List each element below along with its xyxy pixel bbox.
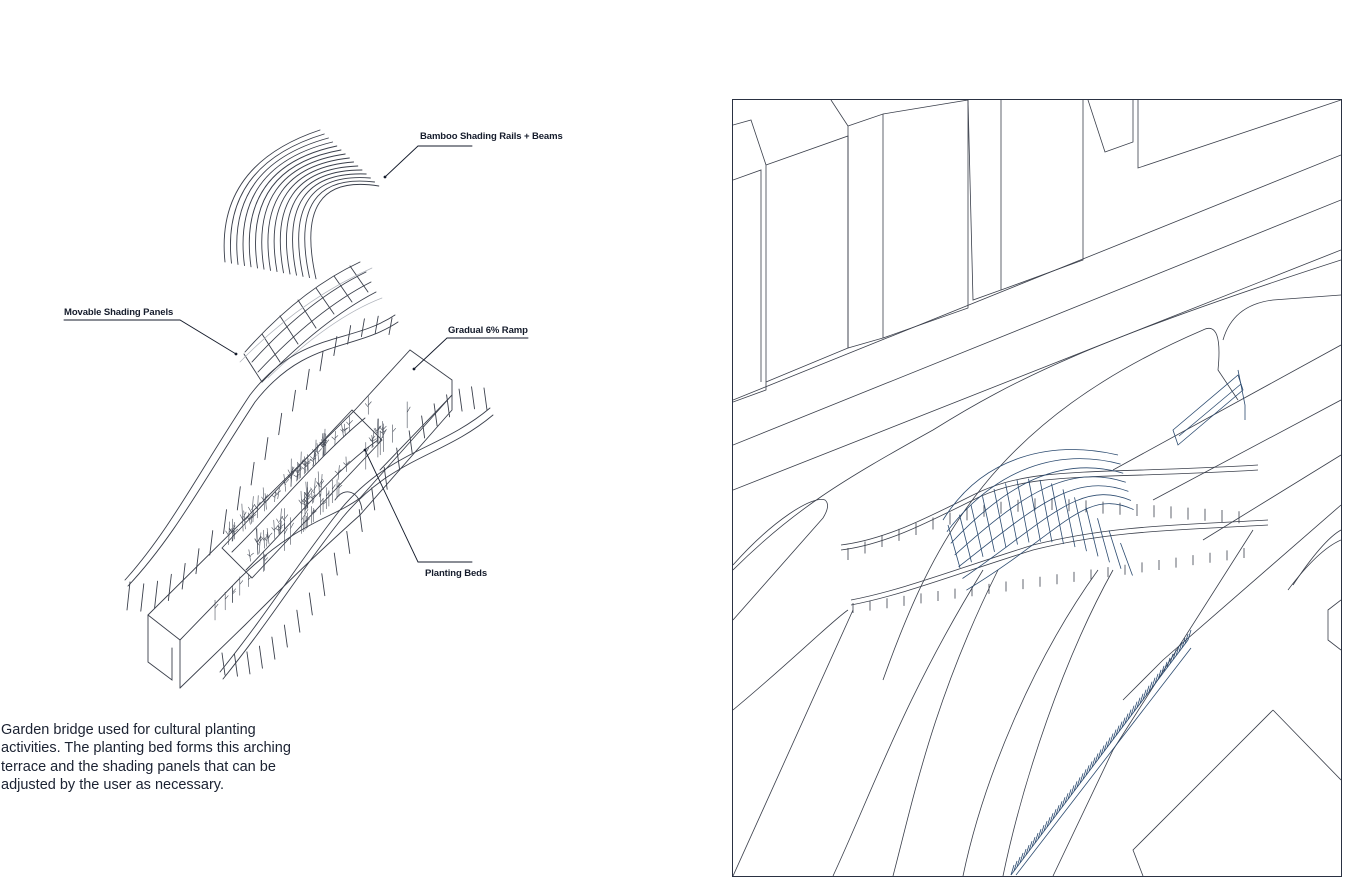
description-caption: Garden bridge used for cultural planting… bbox=[1, 722, 291, 793]
label-gradual-ramp: Gradual 6% Ramp bbox=[448, 325, 528, 336]
site-perspective-drawing bbox=[733, 100, 1341, 876]
site-context-view bbox=[732, 99, 1342, 877]
movable-shading-panels bbox=[239, 261, 383, 383]
road-lines bbox=[733, 154, 1341, 876]
site-stairs bbox=[1172, 369, 1246, 446]
label-planting-beds: Planting Beds bbox=[425, 568, 488, 579]
back-railing bbox=[124, 314, 399, 612]
planting-beds-vegetation bbox=[214, 396, 411, 621]
background-buildings bbox=[733, 100, 1341, 403]
callout-leaders bbox=[63, 145, 529, 563]
label-bamboo-shading-rails: Bamboo Shading Rails + Beams bbox=[420, 131, 563, 142]
bamboo-shading-rails bbox=[223, 129, 380, 280]
label-movable-shading-panels: Movable Shading Panels bbox=[64, 307, 174, 318]
exploded-axonometric-drawing bbox=[63, 129, 529, 689]
site-shading-structure bbox=[942, 449, 1134, 591]
bridge-deck bbox=[147, 349, 453, 689]
site-long-fence bbox=[1010, 629, 1192, 876]
